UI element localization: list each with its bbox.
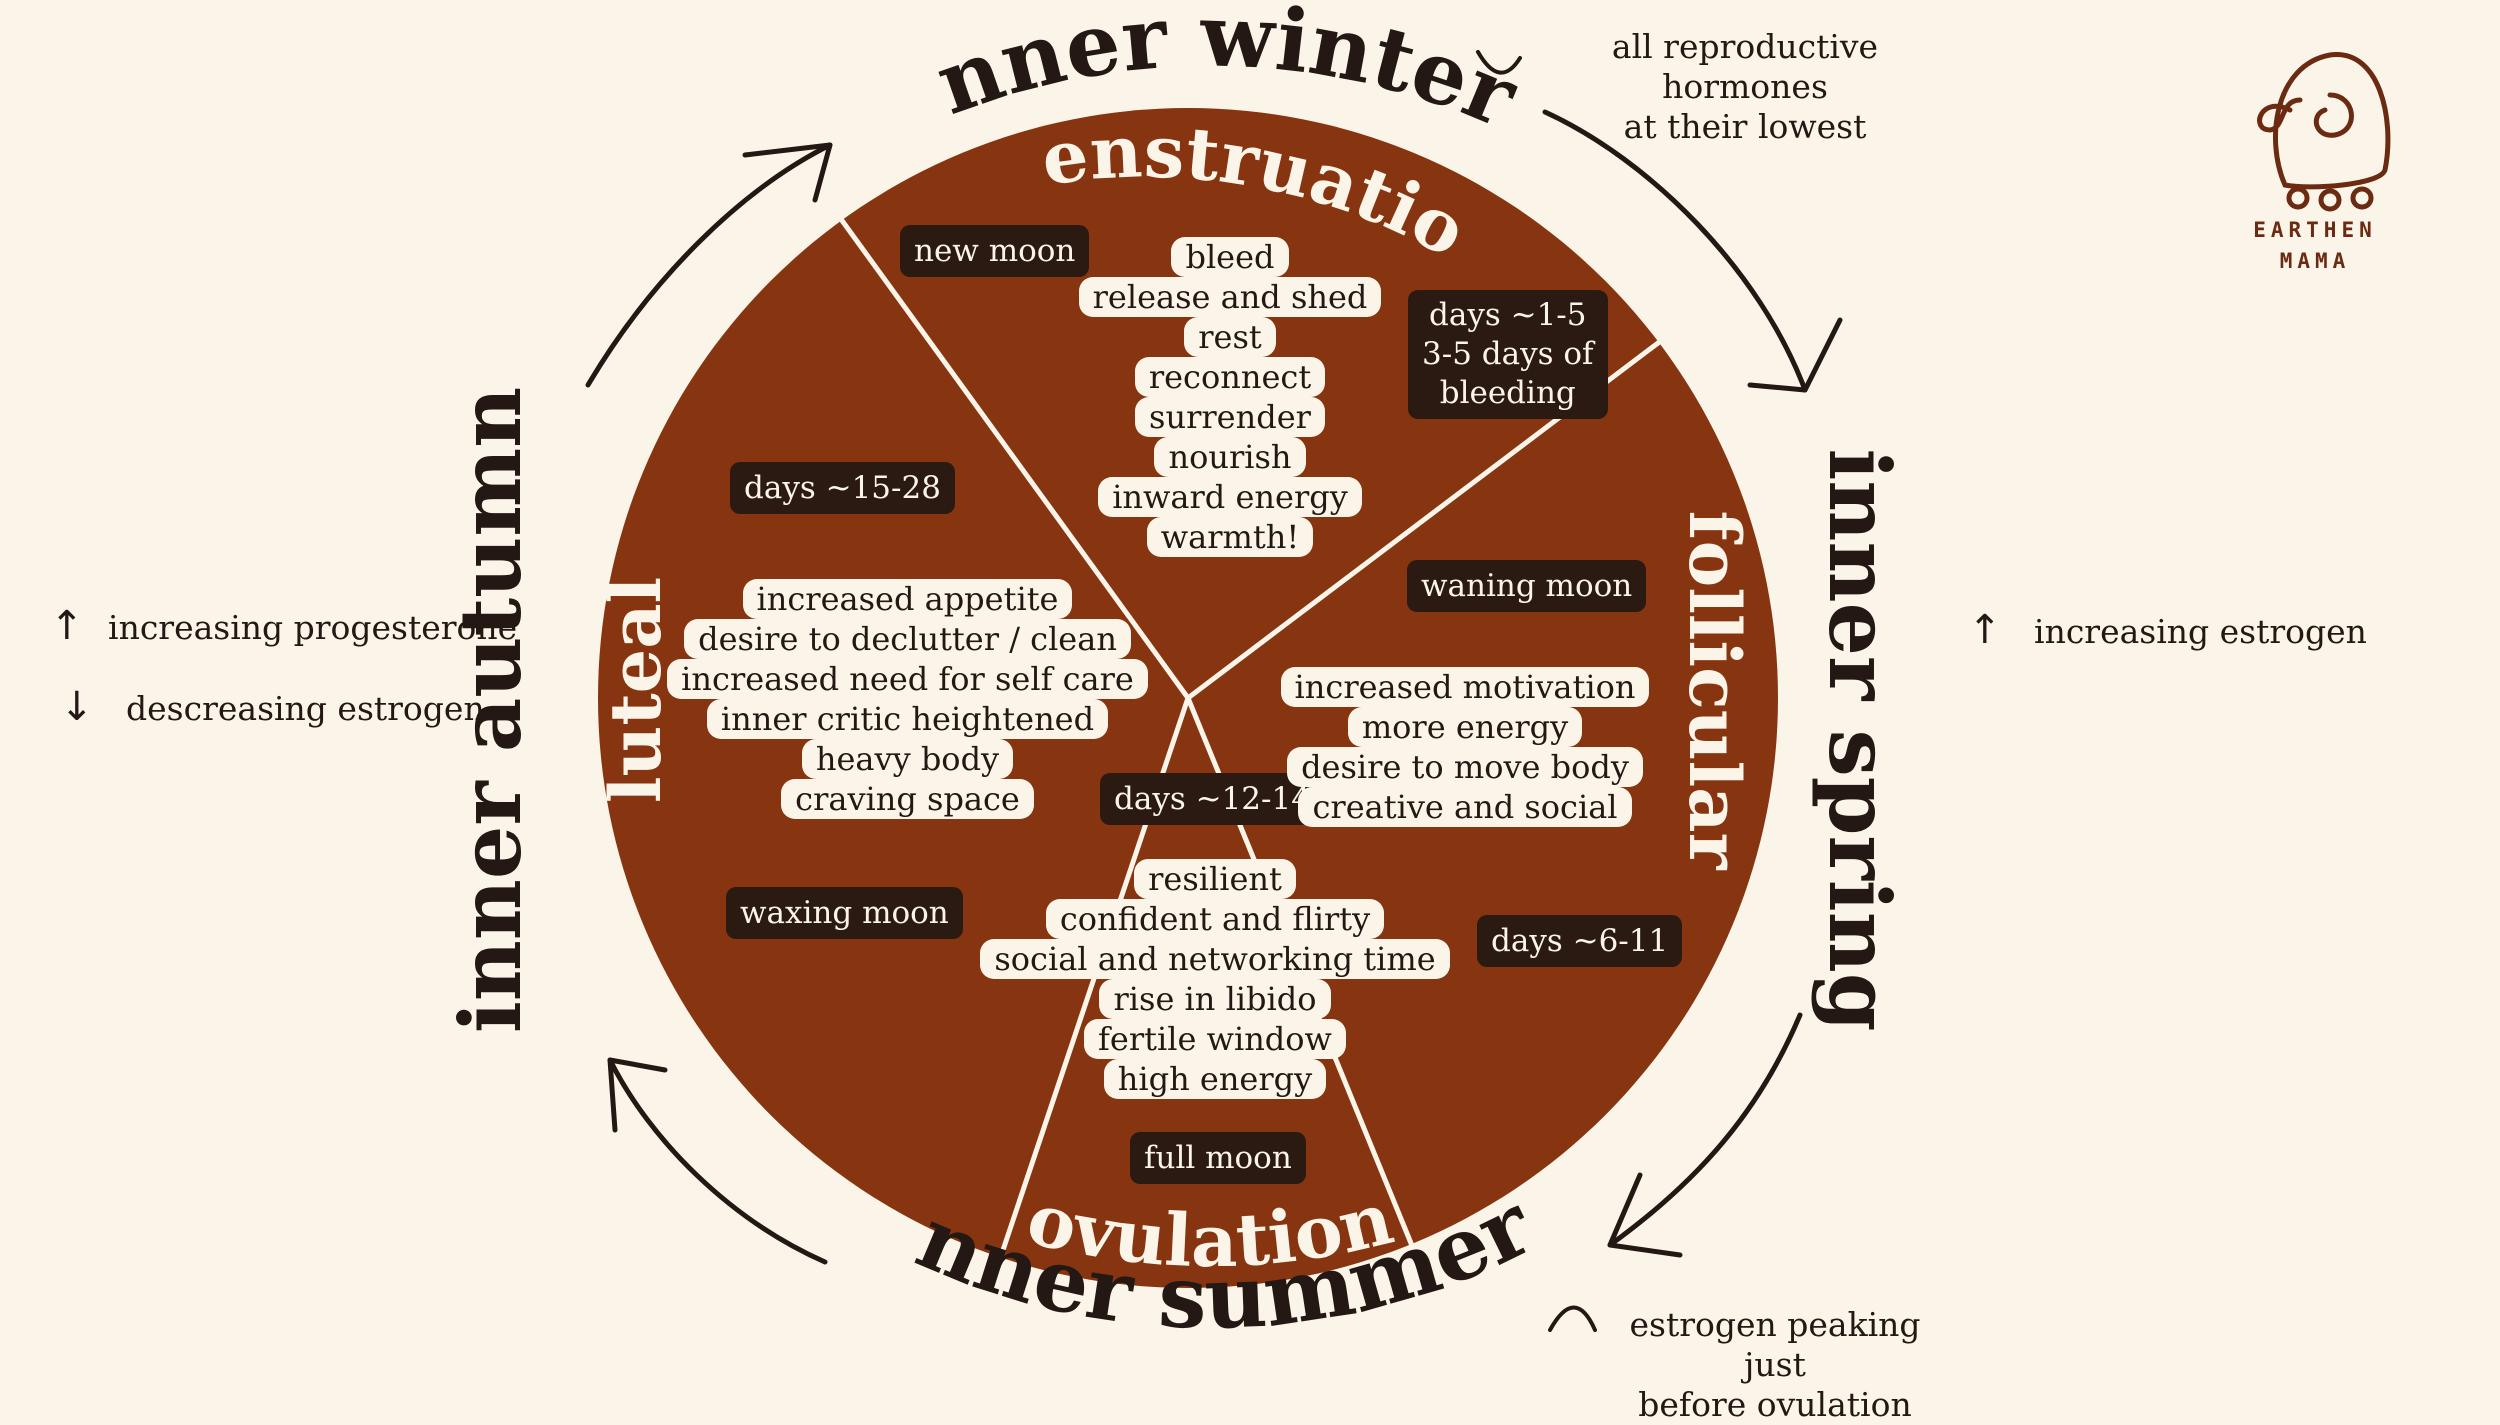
follicular-days-badge: days ~6-11 xyxy=(1477,915,1683,967)
waning-moon-badge: waning moon xyxy=(1407,560,1647,612)
trait-item: inward energy xyxy=(1098,477,1362,517)
down-arrow-icon: ↓ xyxy=(60,684,94,730)
brand-name-line2: MAMA xyxy=(2279,249,2351,273)
autumn-hormone-up-note: ↑ increasing progesterone xyxy=(50,606,517,648)
trait-item: rest xyxy=(1184,317,1276,357)
trait-item: release and shed xyxy=(1078,277,1382,317)
trait-item: heavy body xyxy=(801,739,1014,779)
trait-item: increased need for self care xyxy=(667,659,1148,699)
trait-item: increased motivation xyxy=(1280,667,1650,707)
summer-hormone-note: estrogen peaking just before ovulation xyxy=(1610,1305,1940,1425)
winter-hormone-note: all reproductive hormones at their lowes… xyxy=(1540,27,1950,147)
trait-item: desire to declutter / clean xyxy=(684,619,1131,659)
trait-item: desire to move body xyxy=(1287,747,1643,787)
trait-item: social and networking time xyxy=(980,939,1450,979)
spring-hormone-text: increasing estrogen xyxy=(2034,612,2367,651)
menstruation-days-line2: 3-5 days of xyxy=(1422,336,1594,372)
up-arrow-icon: ↑ xyxy=(1968,607,2002,653)
down-curve-icon xyxy=(1476,50,1522,75)
cycle-arrow-summer-to-autumn xyxy=(607,1057,828,1265)
trait-item: craving space xyxy=(781,779,1034,819)
phase-luteal-label: luteal xyxy=(594,577,677,803)
trait-item: warmth! xyxy=(1146,517,1314,557)
trait-item: nourish xyxy=(1154,437,1306,477)
winter-hormone-line1: all reproductive hormones xyxy=(1611,27,1879,106)
luteal-days-badge: days ~15-28 xyxy=(730,462,955,514)
full-moon-badge: full moon xyxy=(1130,1132,1306,1184)
wheel-divider xyxy=(835,213,1191,700)
arrow-head-icon xyxy=(1607,1172,1683,1258)
autumn-hormone-down-note: ↓ descreasing estrogen xyxy=(60,687,485,729)
menstruation-days-line3: bleeding xyxy=(1439,375,1576,411)
trait-item: more energy xyxy=(1347,707,1583,747)
autumn-hormone-up-text: increasing progesterone xyxy=(108,608,518,647)
arrow-head-icon xyxy=(607,1057,668,1133)
trait-item: fertile window xyxy=(1084,1019,1346,1059)
ovulation-days-badge: days ~12-14 xyxy=(1100,773,1325,825)
summer-hormone-line2: before ovulation xyxy=(1638,1385,1912,1424)
trait-item: creative and social xyxy=(1298,787,1632,827)
trait-item: confident and flirty xyxy=(1045,899,1385,939)
phase-follicular-label: follicular xyxy=(1673,511,1756,871)
up-curve-icon xyxy=(1548,1305,1597,1332)
autumn-hormone-down-text: descreasing estrogen xyxy=(126,689,485,728)
trait-item: surrender xyxy=(1135,397,1325,437)
cycle-arrow-autumn-to-winter xyxy=(585,142,833,388)
trait-item: bleed xyxy=(1171,237,1289,277)
cycle-arrow-winter-to-spring xyxy=(1542,109,1808,393)
new-moon-badge: new moon xyxy=(900,225,1090,277)
brand-logo-text: EARTHEN MAMA xyxy=(2220,215,2410,277)
season-autumn-label: inner autumn xyxy=(441,387,540,1033)
cycle-arrow-spring-to-summer xyxy=(1607,1012,1803,1248)
trait-item: increased appetite xyxy=(742,579,1073,619)
season-spring-label: inner spring xyxy=(1810,449,1909,1032)
menstruation-days-line1: days ~1-5 xyxy=(1429,297,1587,333)
trait-item: high energy xyxy=(1103,1059,1327,1099)
earthen-mama-logo-icon xyxy=(2257,52,2391,212)
arrow-head-icon xyxy=(1747,317,1843,393)
winter-hormone-line2: at their lowest xyxy=(1623,107,1867,146)
trait-item: resilient xyxy=(1134,859,1296,899)
trait-item: rise in libido xyxy=(1099,979,1331,1019)
arrow-head-icon xyxy=(742,142,833,203)
waxing-moon-badge: waxing moon xyxy=(726,887,963,939)
trait-item: inner critic heightened xyxy=(706,699,1109,739)
trait-item: reconnect xyxy=(1134,357,1326,397)
summer-hormone-line1: estrogen peaking just xyxy=(1629,1305,1921,1384)
brand-name-line1: EARTHEN xyxy=(2253,218,2377,242)
menstruation-days-badge: days ~1-5 3-5 days of bleeding xyxy=(1408,290,1608,419)
spring-hormone-note: ↑ increasing estrogen xyxy=(1968,610,2367,652)
up-arrow-icon: ↑ xyxy=(50,603,84,649)
